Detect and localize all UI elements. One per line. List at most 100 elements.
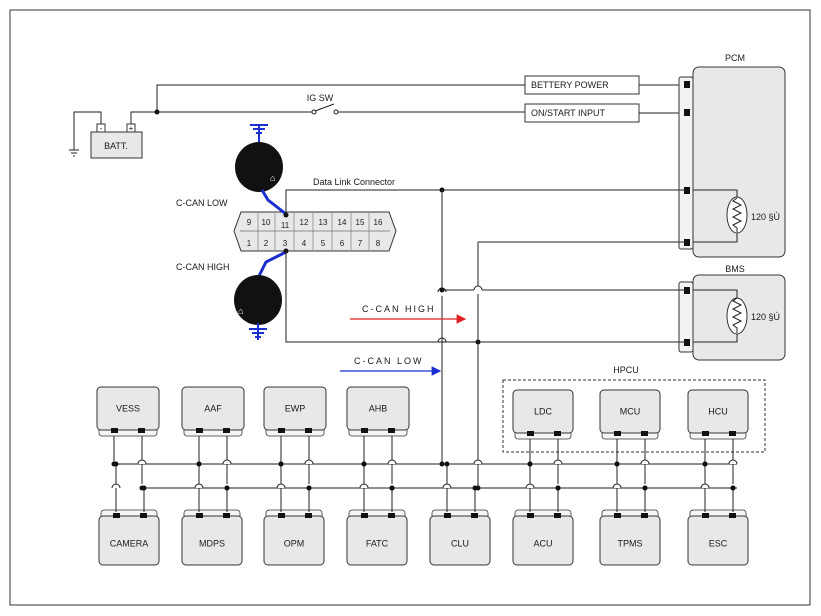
module-pin xyxy=(702,431,709,436)
module-camera: CAMERA xyxy=(98,509,160,566)
svg-text:⌂: ⌂ xyxy=(270,173,275,183)
module-pin xyxy=(196,513,203,518)
dlc-pin-16: 16 xyxy=(374,218,383,227)
battery-label: BATT. xyxy=(104,141,128,151)
module-pin xyxy=(444,513,451,518)
module-ewp: EWP xyxy=(263,386,327,437)
module-label: MCU xyxy=(620,407,641,417)
can-high-main-wire xyxy=(285,251,686,343)
module-pin xyxy=(527,513,534,518)
module-ldc: LDC xyxy=(512,389,574,440)
on-start-label: ON/START INPUT xyxy=(531,108,606,118)
hpcu-label: HPCU xyxy=(613,365,639,375)
dlc-pin-7: 7 xyxy=(358,239,363,248)
ig-switch-label: IG SW xyxy=(307,93,334,103)
module-label: LDC xyxy=(534,407,553,417)
module-pin xyxy=(614,513,621,518)
module-label: ACU xyxy=(533,539,552,549)
c-can-high-side-label: C-CAN HIGH xyxy=(176,262,230,272)
battery-ground-wire xyxy=(73,111,102,150)
module-pin xyxy=(702,513,709,518)
module-pin xyxy=(388,428,395,433)
module-label: AHB xyxy=(369,404,388,414)
dlc-pin-12: 12 xyxy=(300,218,309,227)
module-label: HCU xyxy=(708,407,728,417)
battery-minus-label: - xyxy=(100,124,103,133)
outer-frame xyxy=(9,9,811,606)
module-clu: CLU xyxy=(429,509,491,566)
module-label: AAF xyxy=(204,404,222,414)
module-pin xyxy=(527,431,534,436)
ig-switch: IG SW xyxy=(307,93,339,115)
module-pin xyxy=(305,513,312,518)
module-pin xyxy=(361,428,368,433)
module-pin xyxy=(305,428,312,433)
module-label: MDPS xyxy=(199,539,225,549)
module-pin xyxy=(278,428,285,433)
dlc-pin-9: 9 xyxy=(247,218,252,227)
module-pin xyxy=(138,428,145,433)
dlc-pin-4: 4 xyxy=(302,239,307,248)
module-vess: VESS xyxy=(96,386,160,437)
module-label: TPMS xyxy=(617,539,642,549)
bms-label: BMS xyxy=(725,264,745,274)
can-low-arrow-label: C-CAN LOW xyxy=(354,356,424,366)
battery-plus-label: + xyxy=(129,124,134,133)
c-can-low-side-label: C-CAN LOW xyxy=(176,198,228,208)
module-pin xyxy=(111,428,118,433)
module-pin xyxy=(614,431,621,436)
dlc-pin-13: 13 xyxy=(319,218,328,227)
battery: - + BATT. xyxy=(90,123,143,159)
module-label: OPM xyxy=(284,539,305,549)
probe-high: ⌂ xyxy=(234,248,289,340)
battery-power-wire xyxy=(130,84,525,124)
module-pin xyxy=(278,513,285,518)
module-tpms: TPMS xyxy=(599,509,661,566)
module-label: EWP xyxy=(285,404,306,414)
hpcu-group xyxy=(502,379,766,453)
module-pin xyxy=(223,513,230,518)
module-label: VESS xyxy=(116,404,140,414)
can-low-main-wire xyxy=(285,189,686,215)
module-pin xyxy=(471,513,478,518)
module-pin xyxy=(729,431,736,436)
dlc-pin-1: 1 xyxy=(247,239,252,248)
module-pin xyxy=(388,513,395,518)
module-pin xyxy=(223,428,230,433)
module-label: CAMERA xyxy=(110,539,149,549)
module-pin xyxy=(554,431,561,436)
bms-module: BMS 120 §Ù xyxy=(678,264,786,361)
module-label: CLU xyxy=(451,539,469,549)
module-mcu: MCU xyxy=(599,389,661,440)
battery-power-label: BETTERY POWER xyxy=(531,80,609,90)
pcm-label: PCM xyxy=(725,53,745,63)
dlc-pin-10: 10 xyxy=(262,218,271,227)
dlc-pin-5: 5 xyxy=(321,239,326,248)
module-opm: OPM xyxy=(263,509,325,566)
module-pin xyxy=(729,513,736,518)
pcm-module: PCM 120 §Ù xyxy=(678,53,786,258)
module-aaf: AAF xyxy=(181,386,245,437)
module-pin xyxy=(113,513,120,518)
dlc-pin-6: 6 xyxy=(340,239,345,248)
module-pin xyxy=(140,513,147,518)
dlc-pin-15: 15 xyxy=(356,218,365,227)
probe-low: ⌂ xyxy=(235,124,289,218)
module-fatc: FATC xyxy=(346,509,408,566)
module-pin xyxy=(361,513,368,518)
dlc-pin-14: 14 xyxy=(338,218,347,227)
can-high-arrow-label: C-CAN HIGH xyxy=(362,304,436,314)
module-pin xyxy=(641,431,648,436)
dlc-pin-2: 2 xyxy=(264,239,269,248)
module-pin xyxy=(554,513,561,518)
module-label: ESC xyxy=(709,539,728,549)
module-pin xyxy=(641,513,648,518)
svg-text:⌂: ⌂ xyxy=(238,306,243,316)
module-mdps: MDPS xyxy=(181,509,243,566)
dlc-pin-11: 11 xyxy=(281,221,290,230)
module-pin xyxy=(196,428,203,433)
ground-icon xyxy=(69,149,79,157)
dlc-pin-3: 3 xyxy=(283,239,288,248)
